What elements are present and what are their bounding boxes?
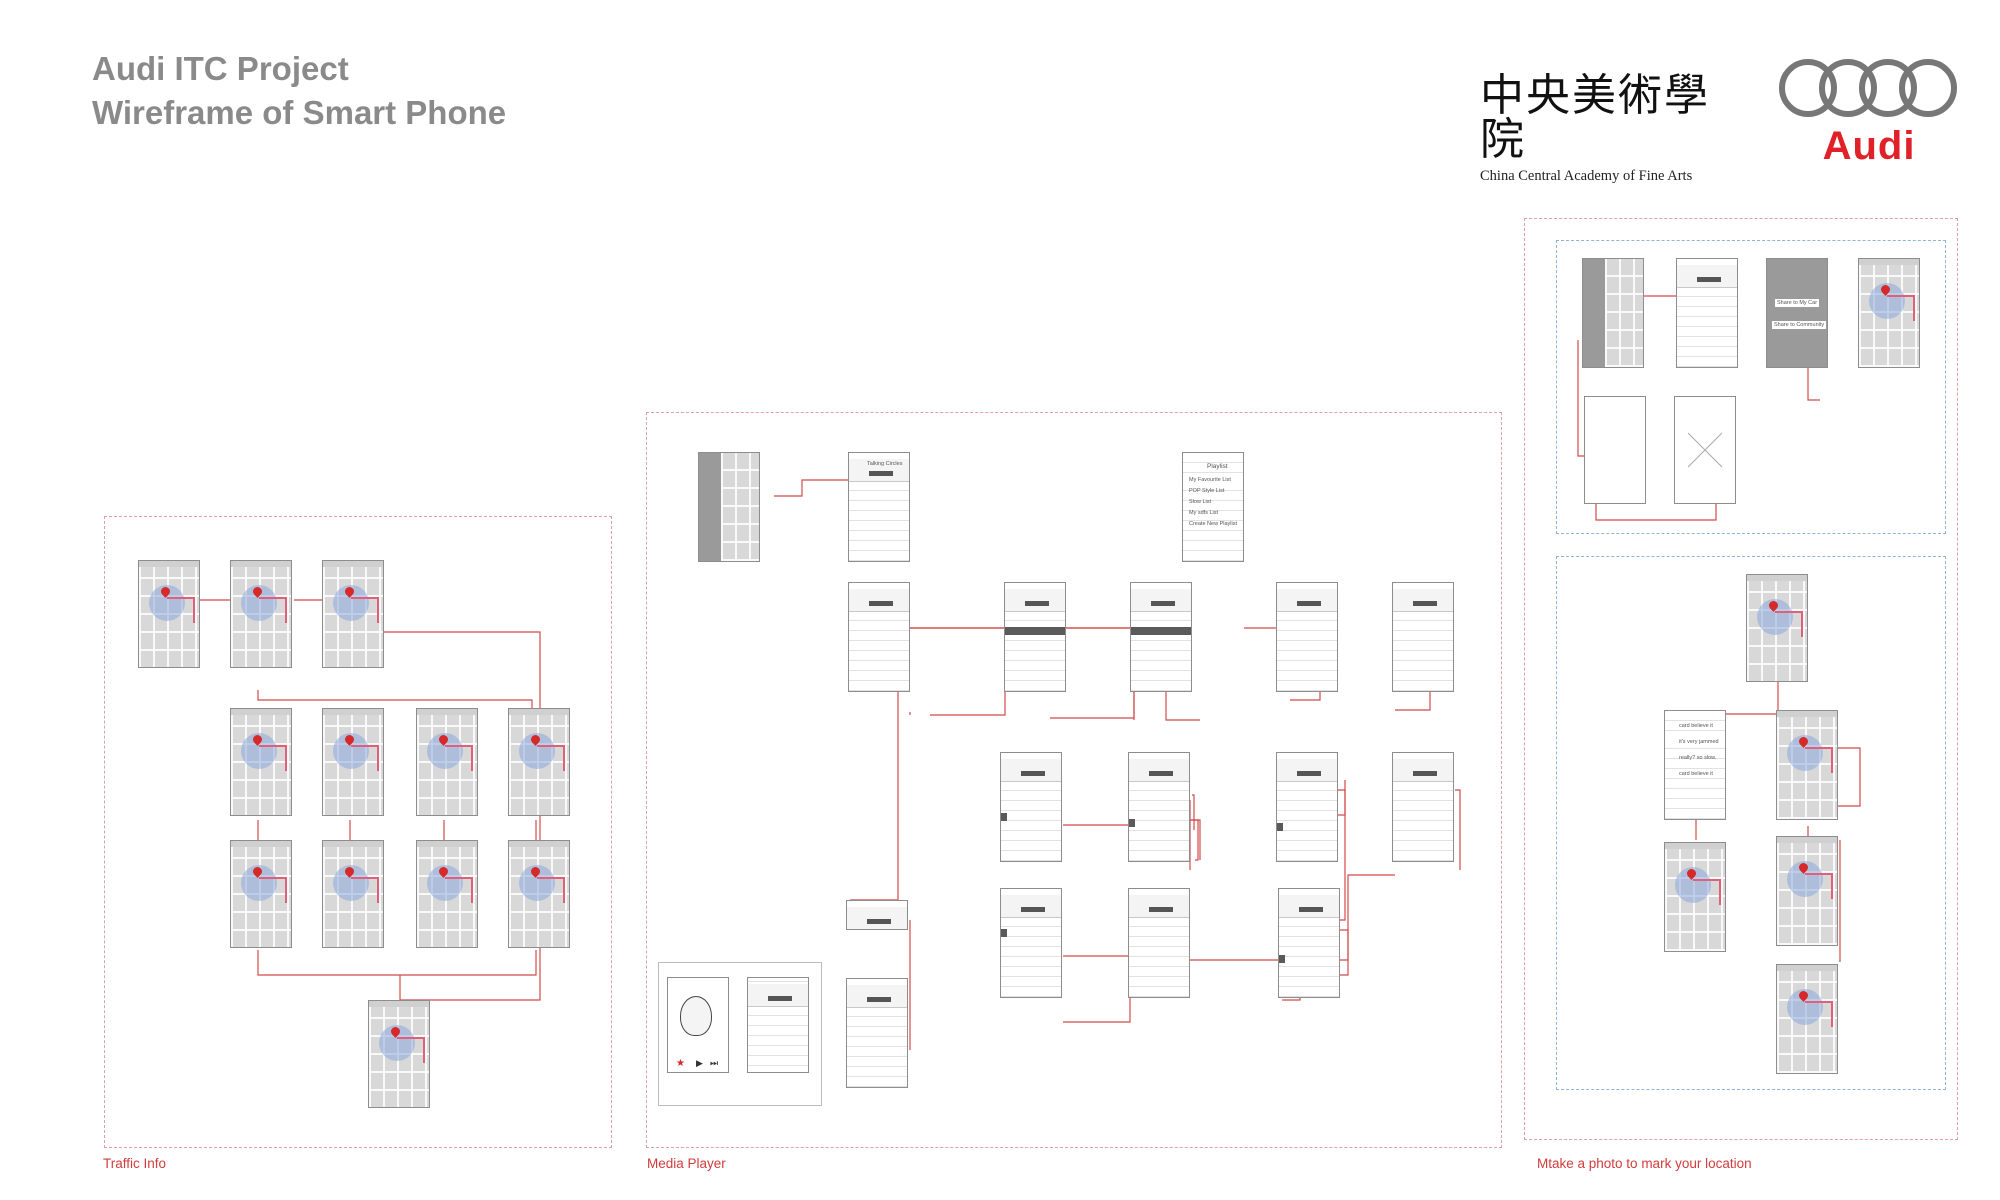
media-phone-row4-2 <box>1128 888 1190 998</box>
playlist-item-6: Create New Playlist <box>1189 521 1237 527</box>
traffic-phone-11 <box>508 840 570 948</box>
audi-wordmark: Audi <box>1822 124 1916 168</box>
ccafa-logo-chinese: 中央美術學院 <box>1480 70 1710 165</box>
media-player-panel <box>646 412 1502 1148</box>
media-phone-player-2 <box>848 582 910 692</box>
media-phone-bottom <box>846 978 908 1088</box>
play-icon: ▶ <box>696 1058 703 1068</box>
traffic-phone-4 <box>230 708 292 816</box>
audi-logo: Audi <box>1776 56 1962 166</box>
playlist-item-4: Slow List <box>1189 499 1212 505</box>
media-mini-player-cover: ★ ▶ ⏭ <box>667 977 729 1073</box>
photo-phone-preview <box>1674 396 1736 504</box>
media-phone-row4-0 <box>846 900 908 930</box>
media-player-label: Media Player <box>647 1156 726 1171</box>
skip-next-icon: ⏭ <box>710 1058 719 1068</box>
playlist-item-5: My sdfs List <box>1189 510 1219 516</box>
album-cover-face <box>680 996 712 1036</box>
media-phone-row3-3 <box>1276 752 1338 862</box>
media-phone-row4-3 <box>1278 888 1340 998</box>
photo-mark-subpanel-top <box>1556 240 1946 534</box>
media-phone-row3-4 <box>1392 752 1454 862</box>
photo-phone-map-3 <box>1776 710 1838 820</box>
traffic-phone-9 <box>322 840 384 948</box>
media-phone-row2-4 <box>1392 582 1454 692</box>
media-phone-row2-2 <box>1130 582 1192 692</box>
traffic-info-label: Traffic Info <box>103 1156 167 1171</box>
photo-phone-result <box>1858 258 1920 368</box>
photo-phone-map-1 <box>1746 574 1808 682</box>
playlist-item-3: POP Style List <box>1189 488 1225 494</box>
photo-phone-map-2 <box>1664 842 1726 952</box>
chat-item-3: really? so slow. <box>1679 755 1717 761</box>
ccafa-logo-english: China Central Academy of Fine Arts <box>1480 168 1693 184</box>
chat-item-4: card believe it <box>1679 771 1713 777</box>
favourite-icon: ★ <box>676 1058 685 1069</box>
media-phone-row2-3 <box>1276 582 1338 692</box>
media-phone-entry <box>698 452 760 562</box>
traffic-phone-10 <box>416 840 478 948</box>
page-title: Audi ITC Project <box>92 50 349 87</box>
share-to-car-button[interactable]: Share to My Car <box>1775 299 1820 308</box>
media-phone-player-1: Talking Circles <box>848 452 910 562</box>
photo-mark-label: Mtake a photo to mark your location <box>1537 1156 1752 1171</box>
traffic-phone-8 <box>230 840 292 948</box>
media-phone-row4-1 <box>1000 888 1062 998</box>
audi-rings-icon <box>1779 59 1957 117</box>
traffic-info-panel <box>104 516 612 1148</box>
traffic-phone-7 <box>508 708 570 816</box>
traffic-phone-1 <box>138 560 200 668</box>
traffic-phone-2 <box>230 560 292 668</box>
traffic-phone-6 <box>416 708 478 816</box>
photo-phone-camera <box>1584 396 1646 504</box>
traffic-phone-12 <box>368 1000 430 1108</box>
photo-phone-map-4 <box>1776 836 1838 946</box>
playlist-item-1: Playlist <box>1207 463 1228 470</box>
chat-item-2: it's very jammed <box>1679 739 1719 745</box>
page-subtitle: Wireframe of Smart Phone <box>92 94 507 131</box>
photo-phone-share: Share to My Car Share to Community <box>1766 258 1828 368</box>
photo-phone-entry <box>1582 258 1644 368</box>
media-phone-row3-2 <box>1128 752 1190 862</box>
player-title: Talking Circles <box>867 461 903 467</box>
photo-phone-gallery <box>1676 258 1738 368</box>
photo-phone-chat: card believe it it's very jammed really?… <box>1664 710 1726 820</box>
media-mini-player-list <box>747 977 809 1073</box>
photo-mark-panel <box>1524 218 1958 1140</box>
media-phone-playlist: Playlist My Favourite List POP Style Lis… <box>1182 452 1244 562</box>
media-mini-player-group: ★ ▶ ⏭ <box>658 962 822 1106</box>
traffic-phone-5 <box>322 708 384 816</box>
media-phone-row3-1 <box>1000 752 1062 862</box>
share-to-community-button[interactable]: Share to Community <box>1772 321 1827 330</box>
ccafa-logo: 中央美術學院 China Central Academy of Fine Art… <box>1480 74 1740 185</box>
photo-mark-subpanel-bottom <box>1556 556 1946 1090</box>
traffic-phone-3 <box>322 560 384 668</box>
photo-phone-map-5 <box>1776 964 1838 1074</box>
media-phone-row2-1 <box>1004 582 1066 692</box>
chat-item-1: card believe it <box>1679 723 1713 729</box>
playlist-item-2: My Favourite List <box>1189 477 1231 483</box>
